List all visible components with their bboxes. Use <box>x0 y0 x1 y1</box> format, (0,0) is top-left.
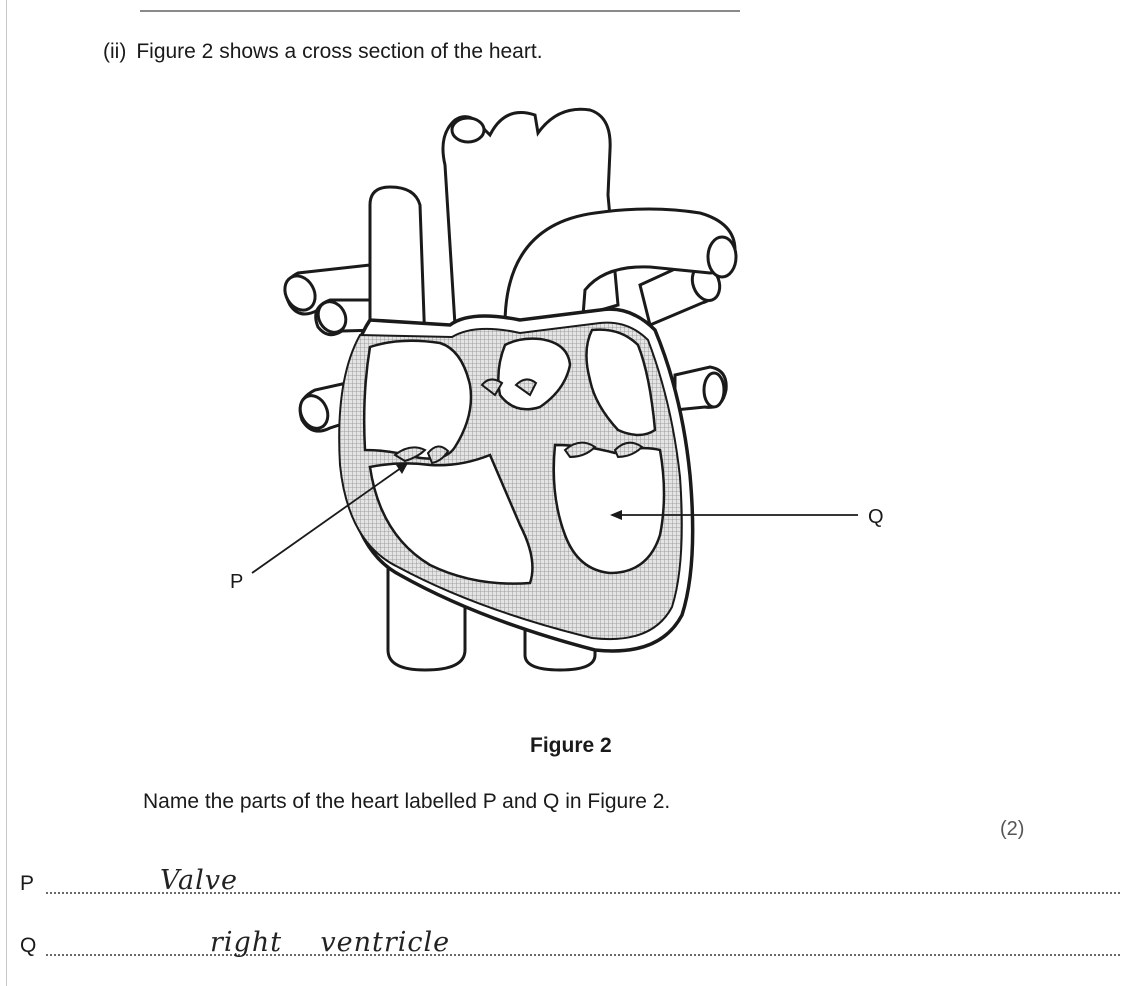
answer-line-q[interactable] <box>46 954 1120 956</box>
answer-label-p: P <box>20 872 34 896</box>
pulmonary-artery-opening <box>708 237 736 277</box>
label-q: Q <box>868 506 884 528</box>
heart-diagram: P Q <box>220 95 900 685</box>
question-instruction: Name the parts of the heart labelled P a… <box>143 790 670 814</box>
question-text: Figure 2 shows a cross section of the he… <box>136 40 542 63</box>
answer-row-q: Q right ventricle <box>20 924 1120 964</box>
heart-figure: P Q <box>220 95 900 685</box>
page-margin-rule <box>6 0 7 986</box>
label-p: P <box>230 571 243 593</box>
question-number: (ii) <box>103 40 126 63</box>
question-stem: (ii) Figure 2 shows a cross section of th… <box>103 40 543 64</box>
figure-caption: Figure 2 <box>530 734 612 758</box>
aorta-branch-opening <box>452 118 484 142</box>
header-rule <box>140 10 740 12</box>
marks-available: (2) <box>1000 818 1024 841</box>
answer-row-p: P Valve <box>20 862 1120 902</box>
answer-label-q: Q <box>20 934 36 958</box>
handwritten-answer-q: right ventricle <box>210 927 450 958</box>
right-atrium <box>364 341 471 459</box>
handwritten-answer-p: Valve <box>160 865 238 896</box>
